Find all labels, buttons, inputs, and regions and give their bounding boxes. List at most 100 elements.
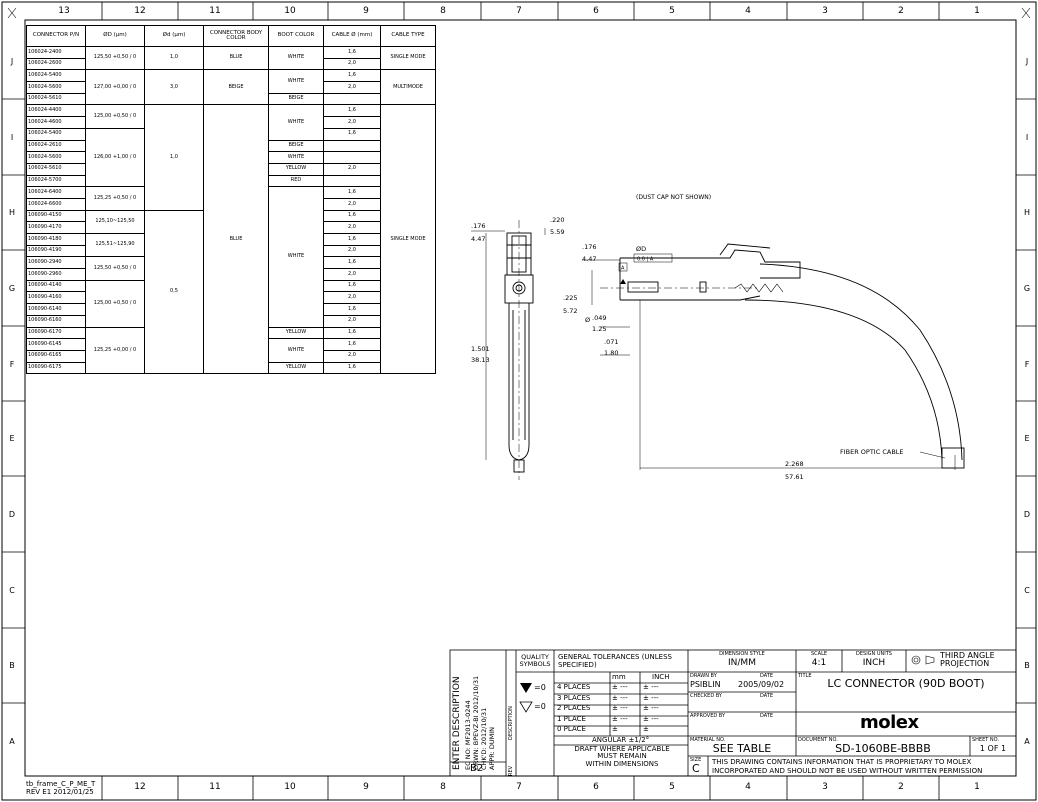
material: SEE TABLE <box>712 742 772 755</box>
proprietary-line-1: THIS DRAWING CONTAINS INFORMATION THAT I… <box>712 758 972 766</box>
approved-label: APPROVED BY <box>690 713 726 719</box>
dim-mm-8: 57.61 <box>785 473 804 481</box>
cell-part-number: 106090-4180 <box>26 233 86 246</box>
zone-top-9: 9 <box>363 6 369 16</box>
dim-style-label: DIMENSION STYLE <box>719 651 765 657</box>
tolerance-frame-text: 0.0 | A <box>637 257 654 263</box>
tol-row-label: 2 PLACES <box>557 704 591 712</box>
cell-cable-type: SINGLE MODE <box>380 45 436 71</box>
zone-right-B: B <box>1024 661 1030 670</box>
zone-bottom-3: 3 <box>822 782 828 792</box>
dim-inch-8: 2.268 <box>785 460 804 468</box>
rev-drawn: DRWN: BPEVZ-BI 2012/10/31 <box>472 675 480 770</box>
cell-cable-dia: 1,6 <box>323 186 381 199</box>
cell-cable-dia: 1,6 <box>323 209 381 223</box>
cell-cable-dia: 2,0 <box>323 162 381 176</box>
dim-mm-7: 38.13 <box>471 356 490 364</box>
tol-draft-2: MUST REMAIN <box>597 752 647 760</box>
dim-mm-4: 5.72 <box>563 307 577 315</box>
cell-small-d: 0,5 <box>144 209 204 375</box>
checked-label: CHECKED BY <box>690 693 722 699</box>
phi-symbol: Ø <box>585 316 590 324</box>
tol-row-inch: ± --- <box>643 704 659 712</box>
cell-boot-color: YELLOW <box>268 162 324 176</box>
dim-inch-3: .176 <box>582 243 596 251</box>
zone-left-B: B <box>9 661 15 670</box>
frame-name: tb_frame_C_P_ME_T <box>26 780 96 788</box>
zone-left-J: J <box>10 57 14 66</box>
zone-bottom-7: 7 <box>516 782 522 792</box>
cell-cable-dia: 2,0 <box>323 221 381 234</box>
cell-boot-color: WHITE <box>268 186 324 328</box>
rev-description-label: DESCRIPTION <box>508 706 514 740</box>
zone-bottom-10: 10 <box>284 782 296 792</box>
dim-inch-2: .220 <box>550 216 564 224</box>
cell-part-number: 106024-6600 <box>26 197 86 211</box>
zone-top-13: 13 <box>58 6 70 16</box>
tol-row-label: 0 PLACE <box>557 725 586 733</box>
dim-inch-6: .071 <box>604 338 618 346</box>
zone-top-3: 3 <box>822 6 828 16</box>
zone-top-8: 8 <box>440 6 446 16</box>
zone-bottom-6: 6 <box>593 782 599 792</box>
cell-od: 125,50 +0,50 / 0 <box>85 45 145 71</box>
dim-mm-2: 5.59 <box>550 228 564 236</box>
cell-cable-dia: 1,6 <box>323 233 381 246</box>
tol-row-inch: ± <box>643 725 649 733</box>
tol-row-mm: ± <box>612 725 618 733</box>
dust-cap-note: (DUST CAP NOT SHOWN) <box>636 194 711 201</box>
datum-triangle <box>620 279 626 284</box>
zone-top-5: 5 <box>669 6 675 16</box>
cell-part-number: 106024-5610 <box>26 162 86 176</box>
quality-value-2: =0 <box>534 702 546 711</box>
cell-part-number: 106024-5600 <box>26 151 86 164</box>
zone-bottom-8: 8 <box>440 782 446 792</box>
cell-small-d: 3,0 <box>144 69 204 106</box>
zone-right-D: D <box>1023 510 1031 519</box>
scale-label: SCALE <box>810 651 828 657</box>
zone-right-A: A <box>1024 737 1030 746</box>
cell-od: 126,00 +1,00 / 0 <box>85 127 145 188</box>
size-label: SIZE <box>690 757 702 763</box>
cell-od: 125,00 +0,50 / 0 <box>85 279 145 328</box>
tol-row-label: 1 PLACE <box>557 714 586 723</box>
cell-od: 125,10~125,50 <box>85 209 145 235</box>
cell-part-number: 106090-6175 <box>26 361 86 375</box>
molex-logo: molex <box>860 712 919 733</box>
zone-left-H: H <box>8 208 15 217</box>
tol-row-inch: ± --- <box>643 714 659 723</box>
rev-ec-no: EC NO: MF2013-0244 <box>464 700 472 770</box>
zone-top-4: 4 <box>745 6 751 16</box>
zone-bottom-1: 1 <box>974 782 980 792</box>
dim-mm-3: 4.47 <box>582 255 596 263</box>
zone-right-G: G <box>1023 284 1031 293</box>
zone-bottom-2: 2 <box>898 782 904 792</box>
size: C <box>692 762 700 775</box>
zone-bottom-12: 12 <box>134 782 146 792</box>
cell-part-number: 106024-5700 <box>26 174 86 188</box>
cell-od: 125,25 +0,00 / 0 <box>85 326 145 375</box>
tol-draft-3: WITHIN DIMENSIONS <box>585 760 659 768</box>
zone-top-11: 11 <box>209 6 221 16</box>
zone-top-2: 2 <box>898 6 904 16</box>
zone-left-I: I <box>10 133 14 142</box>
rev-checked: CHK'D: 2012/10/31 <box>480 707 488 770</box>
drawn-date: 2005/09/02 <box>738 680 785 689</box>
zone-left-A: A <box>9 737 15 746</box>
zone-bottom-5: 5 <box>669 782 675 792</box>
connector-table: CONNECTOR P/N ØD (μm) Ød (μm) CONNECTOR … <box>26 25 436 375</box>
units-label: DESIGN UNITS <box>856 651 892 657</box>
document-number: SD-1060BE-BBBB <box>835 742 931 755</box>
zone-left-C: C <box>9 586 15 595</box>
cell-od: 127,00 +0,00 / 0 <box>85 69 145 106</box>
zone-top-12: 12 <box>134 6 146 16</box>
